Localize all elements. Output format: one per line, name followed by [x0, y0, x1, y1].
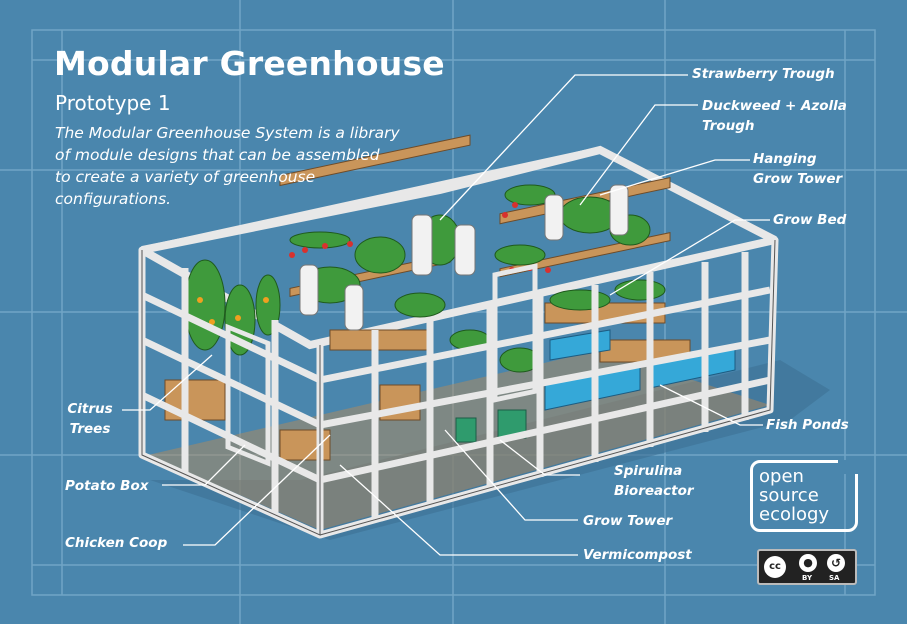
page-title: Modular Greenhouse: [54, 44, 445, 83]
label-chicken-coop: Chicken Coop: [65, 535, 168, 551]
label-citrus-trees: Trees: [69, 421, 111, 437]
cc-by-sa-badge: cc ● ↺ BY SA: [757, 549, 857, 585]
logo-notch: [838, 460, 858, 474]
label-potato-box: Potato Box: [65, 478, 149, 494]
label-strawberry-trough: Strawberry Trough: [692, 66, 835, 82]
label-fish-ponds: Fish Ponds: [766, 417, 849, 433]
label-vermicompost: Vermicompost: [583, 547, 692, 563]
license-by: BY: [802, 574, 813, 582]
license-sa: SA: [829, 574, 840, 582]
label-citrus: Citrus: [67, 401, 113, 417]
label-spirulina-bioreactor: Bioreactor: [614, 483, 694, 499]
label-duckweed-azolla: Duckweed + Azolla: [702, 98, 847, 114]
label-hanging-grow-tower: Grow Tower: [753, 171, 843, 187]
logo-line-ecology: ecology: [759, 504, 830, 525]
logo-line-source: source: [759, 485, 819, 506]
person-icon: ●: [799, 554, 817, 572]
cc-icon: cc: [764, 556, 786, 578]
logo-line-open: open: [759, 466, 804, 487]
label-grow-tower: Grow Tower: [583, 513, 673, 529]
page-subtitle: Prototype 1: [55, 91, 171, 115]
label-spirulina: Spirulina: [614, 463, 683, 479]
label-duckweed-trough: Trough: [702, 118, 755, 134]
label-hanging: Hanging: [753, 151, 817, 167]
share-alike-icon: ↺: [827, 554, 845, 572]
label-grow-bed: Grow Bed: [773, 212, 847, 228]
description: The Modular Greenhouse System is a libra…: [55, 124, 400, 208]
open-source-ecology-logo: open source ecology: [750, 460, 858, 532]
